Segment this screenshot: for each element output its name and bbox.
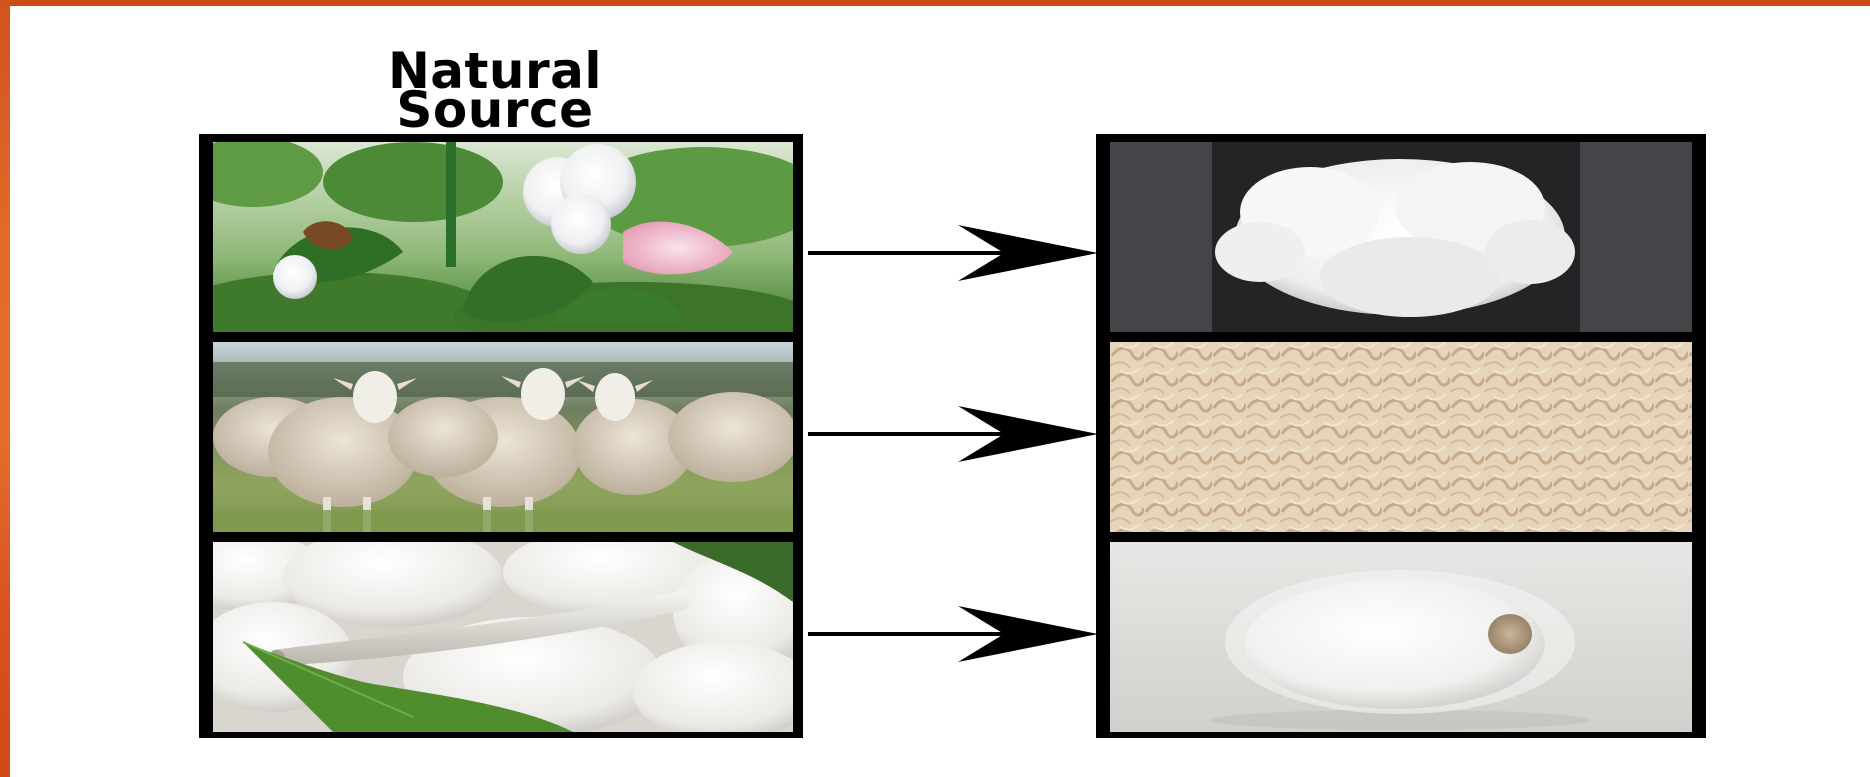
- right-arrow-icon: [808, 402, 1098, 466]
- silkworm-cocoons-image: [213, 542, 793, 732]
- left-accent-bar: [0, 0, 10, 777]
- title-line-2: Source: [330, 91, 660, 130]
- top-accent-bar: [0, 0, 1870, 6]
- fiber-panel: [1096, 134, 1706, 738]
- natural-source-panel: [199, 134, 803, 738]
- wool-fleece-image: [1110, 342, 1692, 532]
- cotton-plant-image: [213, 142, 793, 332]
- sheep-flock-image: [213, 342, 793, 532]
- raw-cotton-fiber-image: [1110, 142, 1692, 332]
- silk-cocoon-image: [1110, 542, 1692, 732]
- diagram-title: Natural Source: [330, 52, 660, 130]
- right-arrow-icon: [808, 602, 1098, 666]
- right-arrow-icon: [808, 221, 1098, 285]
